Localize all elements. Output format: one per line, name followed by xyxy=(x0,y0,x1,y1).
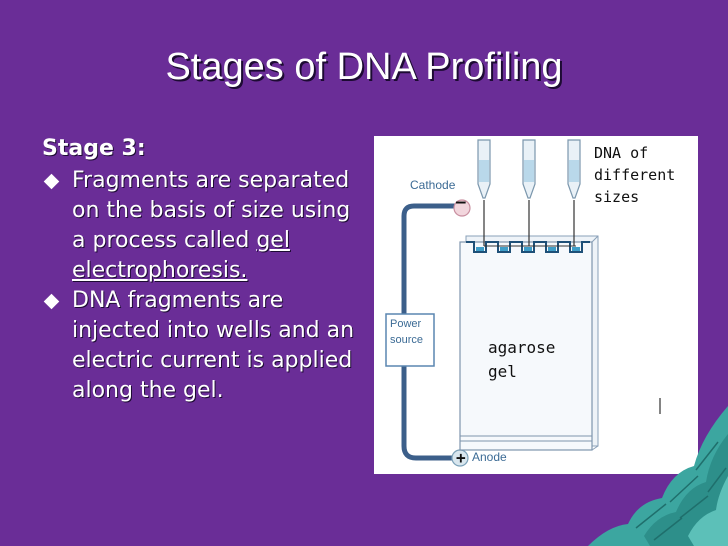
pipette-3 xyxy=(567,139,581,199)
dna-in-well xyxy=(500,247,508,251)
dna-in-well xyxy=(524,247,532,251)
bullet-2-text: DNA fragments are injected into wells an… xyxy=(72,288,355,403)
cathode-label: Cathode xyxy=(410,178,456,192)
gel-slab xyxy=(459,241,593,451)
gel-label-line-2: gel xyxy=(488,362,517,381)
agarose-gel-label: agarose gel xyxy=(488,336,555,384)
bullet-item-1: Fragments are separated on the basis of … xyxy=(42,166,362,286)
cathode-electrode xyxy=(453,199,471,217)
plus-sign: + xyxy=(456,448,466,467)
power-source-label-1: Power xyxy=(390,318,422,330)
minus-sign: — xyxy=(456,192,466,211)
diamond-bullet-icon xyxy=(43,293,60,310)
pipette-1 xyxy=(477,139,491,199)
dna-label-line-2: different xyxy=(594,166,676,184)
slide-body: Stage 3: Fragments are separated on the … xyxy=(42,134,362,406)
pipette-2 xyxy=(522,139,536,199)
dna-sizes-label: DNA of different sizes xyxy=(594,142,675,208)
gel-label-line-1: agarose xyxy=(488,338,556,357)
gel-electrophoresis-link[interactable]: gel electrophoresis. xyxy=(72,228,290,283)
dna-in-well xyxy=(572,247,580,251)
bullet-item-2: DNA fragments are injected into wells an… xyxy=(42,286,362,406)
gel-electrophoresis-figure: Cathode Power source Anode — + DNA of di… xyxy=(374,136,698,474)
stage-heading: Stage 3: xyxy=(42,136,146,161)
diamond-bullet-icon xyxy=(43,173,60,190)
gel-wells xyxy=(466,241,590,253)
decorative-wave-art xyxy=(588,406,728,546)
bullet-1-text: Fragments are separated on the basis of … xyxy=(72,168,351,253)
gel-diagram xyxy=(385,139,661,467)
dna-label-line-1: DNA of xyxy=(594,144,649,162)
slide-title: Stages of DNA Profiling xyxy=(165,46,563,88)
anode-label: Anode xyxy=(472,450,507,464)
dna-label-line-3: sizes xyxy=(594,188,640,206)
dna-in-well xyxy=(476,247,484,251)
power-source-label-2: source xyxy=(390,334,424,346)
power-source-box xyxy=(385,313,435,367)
dna-in-well xyxy=(548,247,556,251)
